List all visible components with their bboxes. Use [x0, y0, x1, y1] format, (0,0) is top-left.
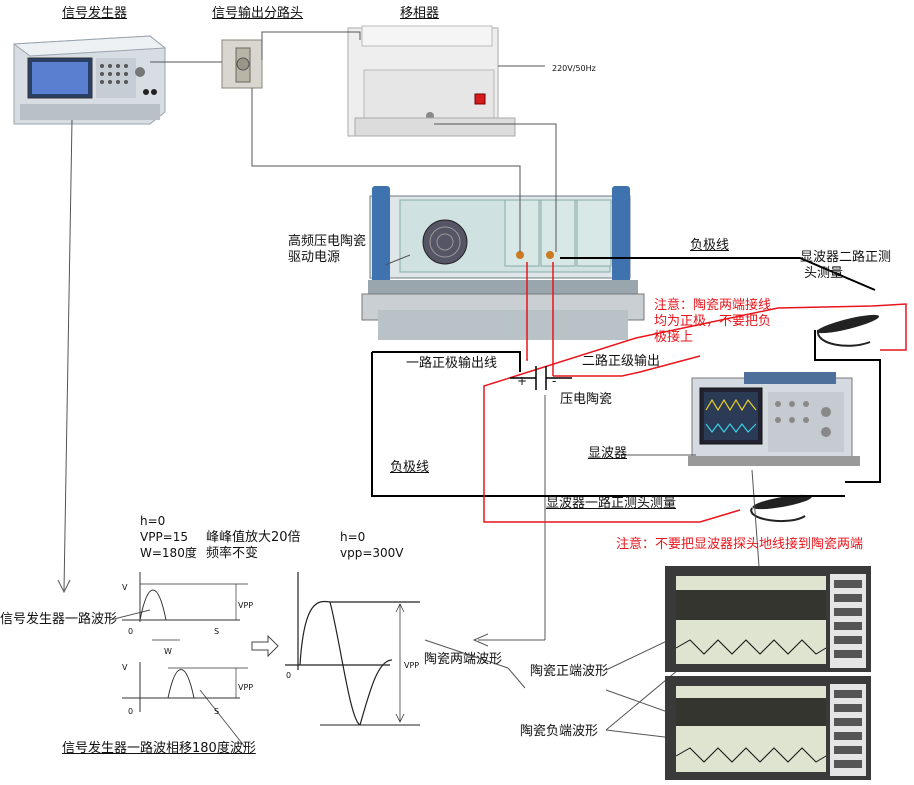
piezo-capacitor-symbol: [510, 366, 572, 390]
label-plus: +: [517, 374, 528, 388]
param-w: W=180度: [140, 546, 197, 560]
note-ceramic-positive-2: 均为正极，不要把负: [654, 314, 772, 329]
out-h: h=0: [340, 530, 366, 544]
param-vpp: VPP=15: [140, 530, 189, 544]
axis-vpp-top: VPP: [238, 601, 254, 610]
label-ceramic-pos-wave: 陶瓷正端波形: [530, 664, 609, 679]
label-scope-ch1-probe: 显波器一路正测头测量: [546, 496, 677, 511]
label-driver-2: 驱动电源: [288, 250, 341, 265]
label-amplify-1: 峰峰值放大20倍: [206, 530, 301, 545]
label-minus: -: [552, 374, 557, 388]
axis-zero-top: 0: [128, 627, 134, 636]
driver-power-supply-photo: [361, 186, 645, 340]
axis-w: W: [164, 647, 172, 656]
label-amplify-2: 频率不变: [206, 546, 259, 561]
param-h: h=0: [140, 514, 166, 528]
axis-zero-bottom: 0: [128, 707, 134, 716]
ceramic-both-waveform: [285, 572, 420, 726]
label-oscilloscope: 显波器: [588, 446, 628, 461]
axis-vpp-ceramic: VPP: [404, 661, 420, 670]
label-gen-shifted-wave: 信号发生器一路波相移180度波形: [62, 741, 256, 756]
label-ceramic-both-wave: 陶瓷两端波形: [424, 652, 503, 667]
phase-shifter-photo: [347, 25, 516, 137]
black-wires: [371, 257, 881, 497]
note-ceramic-positive-3: 极接上: [654, 330, 694, 345]
axis-vpp-bottom: VPP: [238, 683, 254, 692]
label-power-spec: 220V/50Hz: [552, 64, 596, 73]
axis-v-bottom: V: [122, 663, 128, 672]
probe-ch1: [750, 494, 812, 523]
axis-s-top: S: [214, 627, 220, 636]
probe-ch2: [816, 314, 880, 347]
label-negative-wire-bottom: 负极线: [390, 460, 430, 475]
axis-zero-ceramic: 0: [286, 671, 292, 680]
label-phase-shifter: 移相器: [400, 6, 440, 21]
label-negative-wire-top: 负极线: [690, 238, 730, 253]
out-vpp: vpp=300V: [340, 546, 404, 560]
scope-screen-bottom: [665, 676, 871, 780]
label-ceramic-neg-wave: 陶瓷负端波形: [520, 724, 599, 739]
label-signal-generator: 信号发生器: [62, 6, 128, 21]
signal-generator-photo: [12, 35, 167, 125]
label-ch2-positive-out: 二路正级输出: [582, 354, 661, 369]
note-ceramic-positive-1: 注意：陶瓷两端接线: [654, 298, 772, 313]
label-piezo-ceramic: 压电陶瓷: [560, 392, 613, 407]
axis-v-top: V: [122, 583, 128, 592]
scope-screen-top: [665, 566, 871, 672]
label-scope-ch2-2: 头测量: [804, 266, 844, 281]
oscilloscope-photo: [688, 372, 860, 466]
label-driver-1: 高频压电陶瓷: [288, 234, 367, 249]
amplify-arrow-icon: [251, 634, 279, 658]
label-signal-splitter: 信号输出分路头: [212, 6, 304, 21]
gen-shifted-waveform: [122, 662, 248, 712]
label-gen-ch1-wave: 信号发生器一路波形: [0, 612, 118, 627]
axis-s-bottom: S: [214, 707, 220, 716]
label-scope-ch2-1: 显波器二路正测: [800, 250, 892, 265]
gen-ch1-waveform: [122, 572, 248, 641]
label-ch1-positive-out: 一路正极输出线: [406, 356, 498, 371]
note-probe-ground: 注意：不要把显波器探头地线接到陶瓷两端: [616, 537, 864, 552]
signal-splitter-photo: [221, 39, 263, 89]
red-wires: [483, 262, 907, 523]
